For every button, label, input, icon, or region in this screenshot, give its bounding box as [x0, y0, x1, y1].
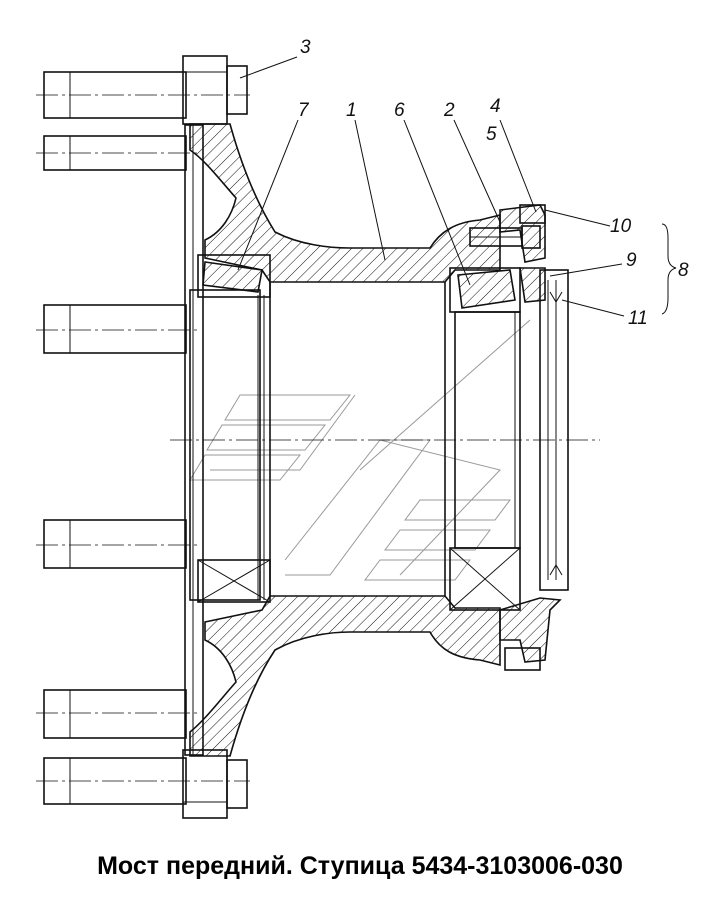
- callout-9: 9: [626, 250, 637, 271]
- hub-section-drawing: 3 7 1 6 2 4 5 10 9 11 8: [36, 37, 689, 819]
- callout-10: 10: [610, 216, 632, 237]
- callout-7: 7: [298, 100, 310, 121]
- inner-bearing: [189, 254, 271, 603]
- callout-6: 6: [394, 100, 405, 121]
- outer-bearing: [449, 267, 521, 611]
- callout-11: 11: [628, 308, 648, 329]
- leader-lines: [237, 56, 677, 317]
- wheel-studs: [36, 71, 250, 805]
- callout-1: 1: [346, 100, 357, 121]
- hub-body: [189, 123, 501, 757]
- callout-4: 4: [490, 96, 501, 117]
- callout-8: 8: [678, 260, 689, 281]
- diagram-caption: Мост передний. Ступица 5434-3103006-030: [97, 852, 623, 880]
- callout-labels: 3 7 1 6 2 4 5 10 9 11 8: [298, 37, 689, 329]
- callout-2: 2: [443, 100, 455, 121]
- callout-5: 5: [486, 124, 497, 145]
- watermark-logo: [189, 319, 531, 581]
- hub-nut-assembly: [469, 204, 569, 671]
- callout-3: 3: [300, 37, 311, 58]
